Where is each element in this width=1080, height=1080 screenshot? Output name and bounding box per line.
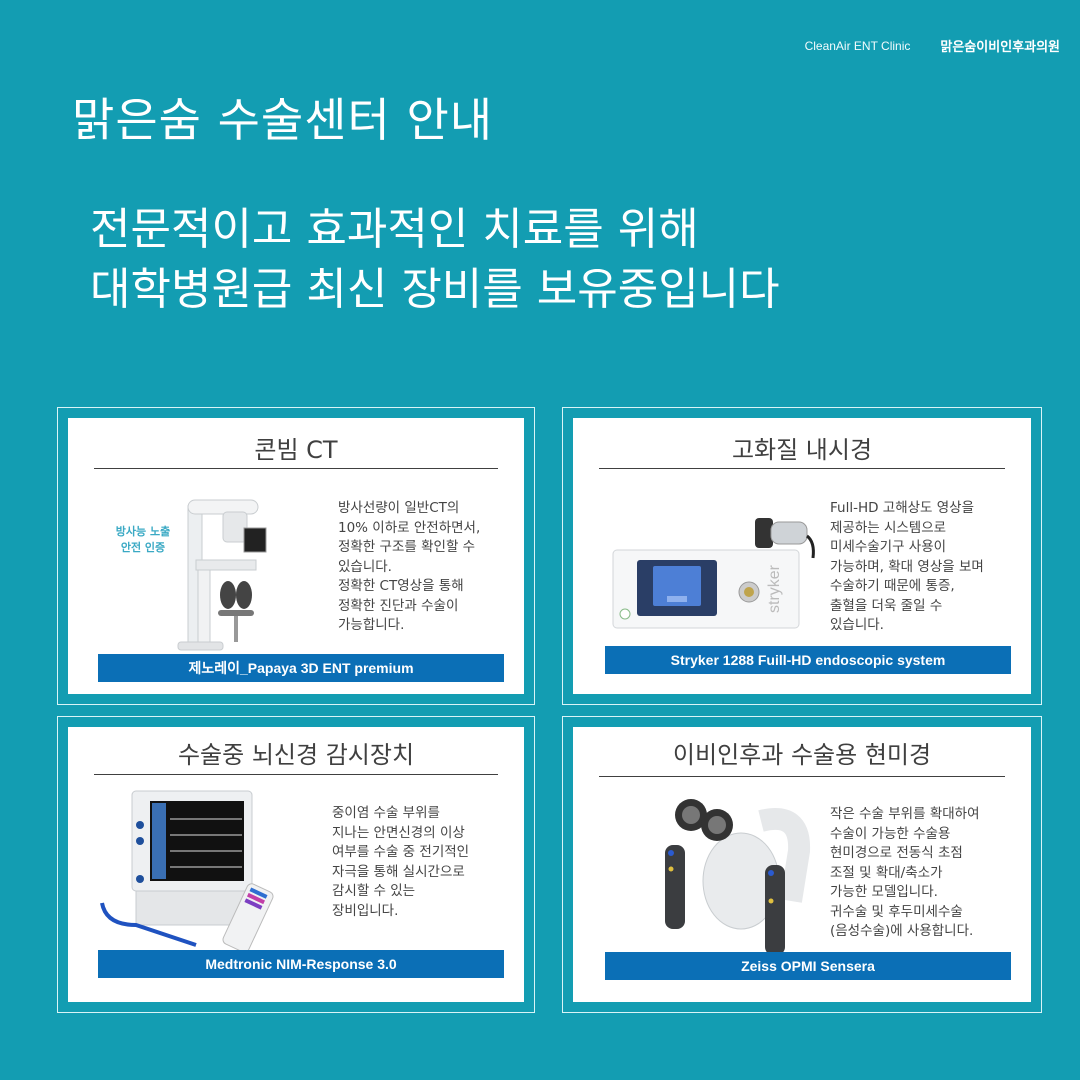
card-cone-beam-ct: 콘빔 CT 방사능 노출 안전 인증 방사선량이 일반CT의 10% 이하로 안… [57, 407, 535, 705]
divider [94, 774, 498, 775]
card-title: 고화질 내시경 [731, 436, 873, 464]
card-surgical-microscope: 이비인후과 수술용 현미경 작은 수술 부위를 확대하여 수술이 가능한 수술용… [562, 716, 1042, 1013]
card-nerve-monitor: 수술중 뇌신경 감시장치 중이염 수술 부위를 지나는 안면신경의 이상 여부를… [57, 716, 535, 1013]
endoscope-system-icon: stryker [612, 518, 815, 629]
nerve-monitor-icon [100, 790, 274, 953]
card-caption: 제노레이_Papaya 3D ENT premium [98, 654, 504, 682]
page-title: 맑은숨 수술센터 안내 [72, 93, 494, 147]
card-caption: Stryker 1288 Fuill-HD endoscopic system [605, 646, 1011, 674]
cone-beam-ct-icon [177, 499, 267, 651]
card-endoscope: 고화질 내시경 stryker Full-HD 고해상도 영상을 제공하는 시스… [562, 407, 1042, 705]
card-description: 중이염 수술 부위를 지나는 안면신경의 이상 여부를 수술 중 전기적인 자극… [332, 805, 470, 919]
divider [94, 468, 498, 469]
card-caption: Zeiss OPMI Sensera [605, 952, 1011, 980]
card-body: 수술중 뇌신경 감시장치 중이염 수술 부위를 지나는 안면신경의 이상 여부를… [68, 727, 524, 1002]
card-body: 이비인후과 수술용 현미경 작은 수술 부위를 확대하여 수술이 가능한 수술용… [573, 727, 1031, 1002]
subtitle: 전문적이고 효과적인 치료를 위해 대학병원급 최신 장비를 보유중입니다 [90, 200, 780, 320]
divider [599, 776, 1005, 777]
card-title: 수술중 뇌신경 감시장치 [177, 741, 415, 769]
safety-badge: 방사능 노출 안전 인증 [115, 525, 171, 554]
brand-korean: 맑은숨이비인후과의원 [940, 40, 1060, 55]
divider [599, 468, 1005, 469]
card-title: 이비인후과 수술용 현미경 [672, 741, 932, 769]
surgical-microscope-icon [665, 799, 811, 955]
card-description: 방사선량이 일반CT의 10% 이하로 안전하면서, 정확한 구조를 확인할 수… [338, 500, 481, 633]
card-description: Full-HD 고해상도 영상을 제공하는 시스템으로 미세수술기구 사용이 가… [830, 500, 984, 633]
top-brand: CleanAir ENT Clinic 맑은숨이비인후과의원 [804, 36, 1060, 56]
subtitle-line-1: 전문적이고 효과적인 치료를 위해 [90, 204, 699, 255]
brand-english: CleanAir ENT Clinic [804, 38, 911, 53]
subtitle-line-2: 대학병원급 최신 장비를 보유중입니다 [90, 264, 780, 315]
card-caption: Medtronic NIM-Response 3.0 [98, 950, 504, 978]
svg-text:stryker: stryker [766, 564, 783, 613]
card-body: 콘빔 CT 방사능 노출 안전 인증 방사선량이 일반CT의 10% 이하로 안… [68, 418, 524, 694]
card-body: 고화질 내시경 stryker Full-HD 고해상도 영상을 제공하는 시스… [573, 418, 1031, 694]
card-description: 작은 수술 부위를 확대하여 수술이 가능한 수술용 현미경으로 전동식 초점 … [830, 806, 980, 939]
card-title: 콘빔 CT [254, 436, 338, 464]
